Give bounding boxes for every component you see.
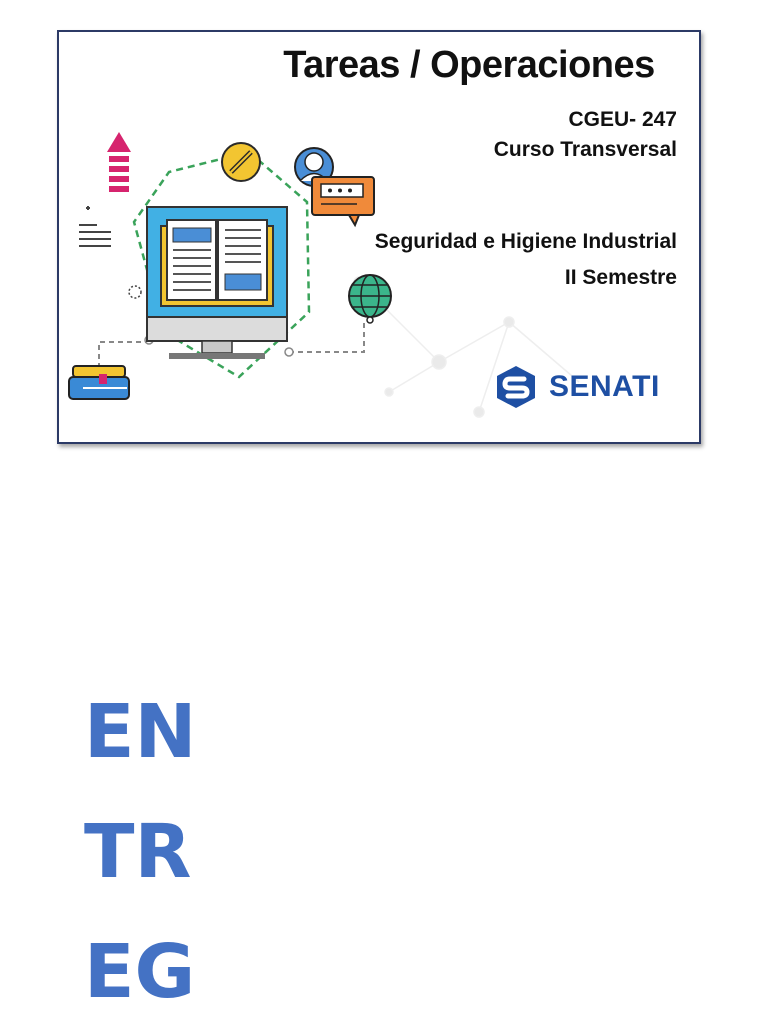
text-lines-icon [79,206,111,247]
senati-brand: SENATI [493,364,660,410]
connector-right [289,322,365,353]
course-type: Curso Transversal [493,138,677,161]
course-code: CGEU- 247 [568,108,677,131]
books-stack-icon [68,365,130,400]
globe-icon [348,274,392,324]
course-banner: Tareas / Operaciones CGEU- 247 Curso Tra… [57,30,701,444]
senati-logo-icon [497,366,535,408]
brand-name: SENATI [549,370,660,403]
heading-word-3: EG [84,929,196,1015]
chat-bubble-icon [311,176,375,228]
banner-title: Tareas / Operaciones [283,44,655,86]
course-semester: II Semestre [564,266,677,289]
heading-word-1: EN [84,689,197,775]
arrow-up-icon [107,132,131,192]
open-book-icon [160,219,274,307]
loading-icon [128,285,142,299]
pencil-icon [221,142,261,182]
course-subject: Seguridad e Higiene Industrial [374,230,677,253]
banner-illustration [68,132,580,418]
heading-word-2: TR [84,809,192,895]
